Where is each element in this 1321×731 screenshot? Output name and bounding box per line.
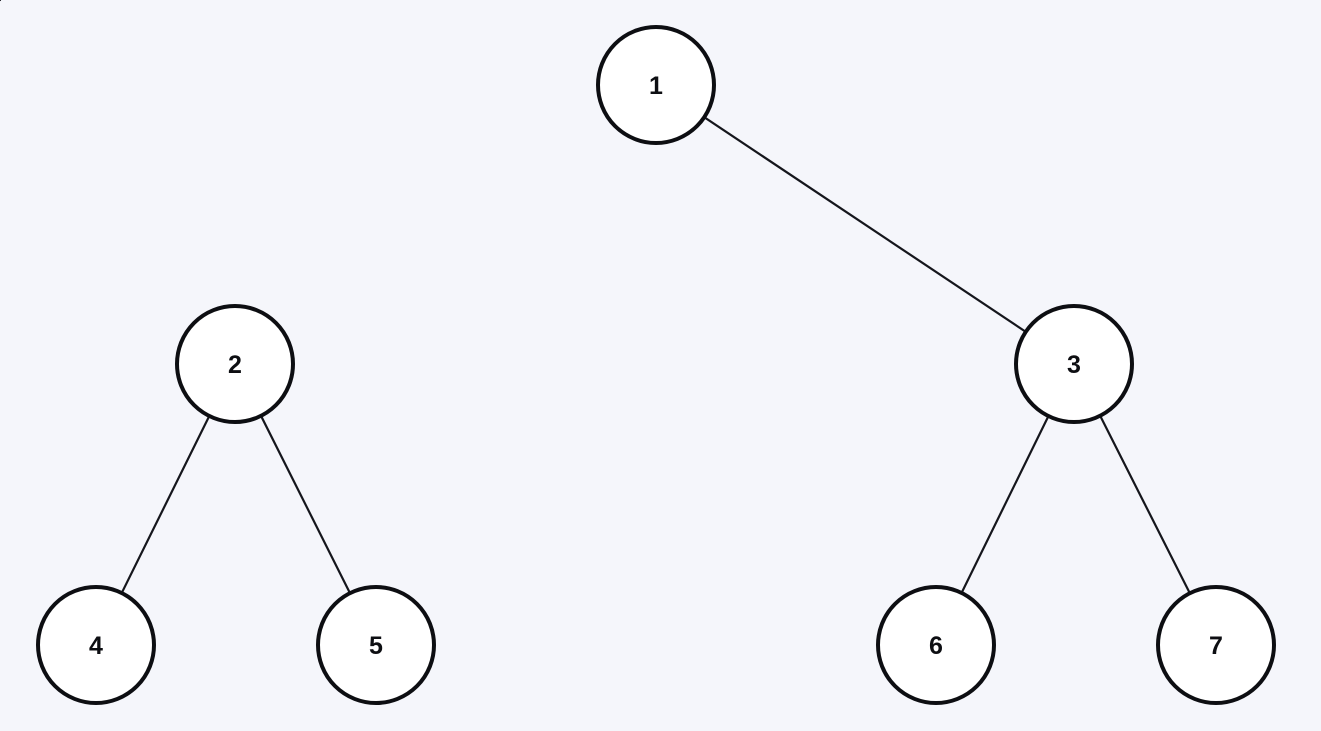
node-label: 3 — [1067, 351, 1081, 379]
node-circle[interactable] — [175, 304, 295, 424]
node-circle[interactable] — [1156, 585, 1276, 705]
node-circle[interactable] — [316, 585, 436, 705]
node-circle[interactable] — [36, 585, 156, 705]
tree-node-6[interactable]: 6 — [876, 585, 996, 705]
node-label: 5 — [369, 632, 383, 660]
node-label: 6 — [929, 632, 943, 660]
node-circle[interactable] — [1014, 304, 1134, 424]
tree-node-5[interactable]: 5 — [316, 585, 436, 705]
node-label: 1 — [649, 72, 663, 100]
tree-node-7[interactable]: 7 — [1156, 585, 1276, 705]
node-label: 7 — [1209, 632, 1223, 660]
node-label: 4 — [89, 632, 103, 660]
node-label: 2 — [228, 351, 242, 379]
node-circle[interactable] — [876, 585, 996, 705]
node-circle[interactable] — [596, 25, 716, 145]
tree-node-1[interactable]: 1 — [596, 25, 716, 145]
tree-node-4[interactable]: 4 — [36, 585, 156, 705]
tree-node-2[interactable]: 2 — [175, 304, 295, 424]
node-layer: 1 2 3 4 5 6 7 — [36, 25, 1276, 705]
edge-1-to-2 — [654, 83, 1076, 366]
tree-node-3[interactable]: 3 — [1014, 304, 1134, 424]
